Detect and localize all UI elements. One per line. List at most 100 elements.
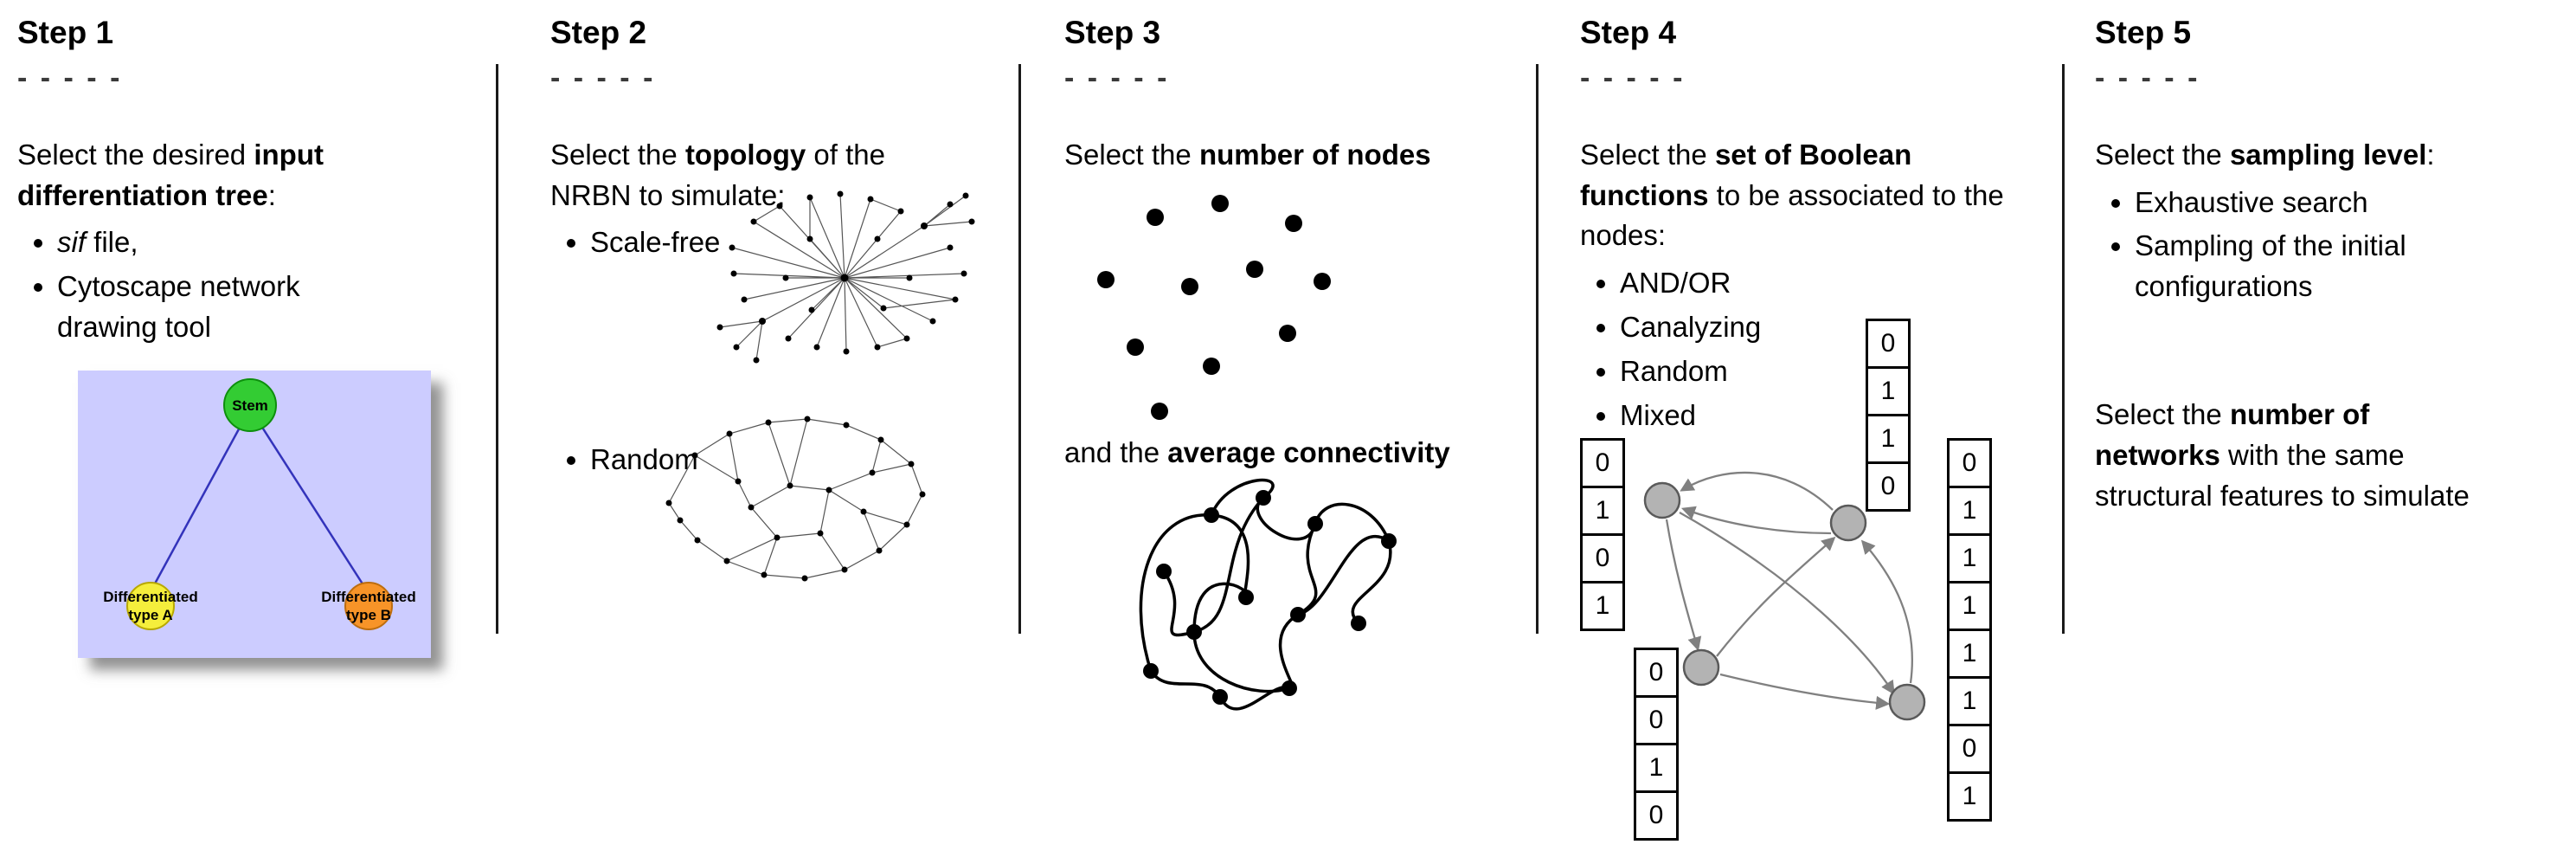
truth-table-cell: 0 <box>1866 319 1911 369</box>
network-node-1 <box>1643 481 1681 519</box>
option-random: Random <box>590 440 698 480</box>
step-3-instruction-1: Select the number of nodes <box>1064 135 1532 176</box>
nodes-scatter-graphic <box>1097 195 1331 420</box>
text-segment: and the <box>1064 436 1168 468</box>
truth-table-cell: 0 <box>1866 461 1911 512</box>
network-node-2 <box>1829 504 1867 542</box>
stem-node-label: Stem <box>232 397 268 414</box>
step-3-panel: Step 3 - - - - - Select the number of no… <box>1064 15 1532 847</box>
truth-table-cell: 0 <box>1947 724 1992 774</box>
step-1-separator: - - - - - <box>17 61 123 94</box>
connectivity-nodes <box>1143 490 1397 705</box>
boolean-network-canvas <box>1643 471 1926 721</box>
differentiated-type-a-node <box>126 582 175 630</box>
truth-table-cell: 0 <box>1947 438 1992 488</box>
scale-free-nodes <box>716 190 975 364</box>
text-segment: Random <box>590 443 698 475</box>
step-2-options-continued: Random <box>550 440 698 484</box>
step-4-title: Step 4 <box>1580 15 1677 50</box>
step-5-options: Exhaustive search Sampling of the initia… <box>2095 183 2541 308</box>
truth-table-right: 0 1 1 1 1 1 0 1 <box>1947 438 1992 822</box>
step-4-options: AND/OR Canalyzing Random Mixed <box>1580 263 2047 435</box>
step-2-title: Step 2 <box>550 15 647 50</box>
step-5-networks-instruction: Select the number of networks with the s… <box>2095 395 2502 517</box>
text-segment: Cytoscape network drawing tool <box>57 270 300 344</box>
differentiated-type-b-node <box>344 582 393 630</box>
text-segment: with the same structural features to sim… <box>2095 438 2470 512</box>
truth-table-top: 0 1 1 0 <box>1866 319 1911 512</box>
truth-table-cell: 1 <box>1634 743 1679 793</box>
step-4-panel: Step 4 - - - - - Select the set of Boole… <box>1580 15 2047 847</box>
option-mixed: Mixed <box>1620 396 2047 436</box>
random-network-graphic <box>665 416 926 582</box>
text-segment: Select the <box>1580 138 1715 171</box>
step-1-instruction: Select the desired input differentiation… <box>17 135 431 216</box>
truth-table-cell: 0 <box>1634 695 1679 745</box>
step-3-title: Step 3 <box>1064 15 1161 50</box>
step-3-instruction-2: and the average connectivity <box>1064 433 1532 474</box>
truth-table-cell: 0 <box>1580 438 1625 488</box>
network-node-4 <box>1888 683 1926 721</box>
step-5-separator: - - - - - <box>2095 61 2200 94</box>
text-segment-bold: number of networks <box>2095 398 2370 471</box>
step-3-separator: - - - - - <box>1064 61 1170 94</box>
boolean-network-graphic: 0 1 0 1 0 1 1 0 0 1 1 1 1 1 0 1 <box>1580 317 2047 851</box>
step-2-options: Scale-free <box>550 222 1000 263</box>
step-4-instruction: Select the set of Boolean functions to b… <box>1580 135 2017 257</box>
column-divider-3 <box>1536 64 1539 634</box>
text-segment: Select the <box>2095 138 2230 171</box>
truth-table-cell: 0 <box>1634 648 1679 698</box>
random-network-nodes <box>665 416 926 582</box>
step-5-panel: Step 5 - - - - - Select the sampling lev… <box>2095 15 2566 847</box>
option-sampling-initial-configurations: Sampling of the initial configurations <box>2135 226 2541 307</box>
text-segment-bold: set of Boolean functions <box>1580 138 1912 211</box>
option-cytoscape-tool: Cytoscape network drawing tool <box>57 267 343 348</box>
truth-table-cell: 1 <box>1947 676 1992 726</box>
column-divider-1 <box>496 64 498 634</box>
step-1-title: Step 1 <box>17 15 114 50</box>
option-scale-free: Scale-free <box>590 222 1000 263</box>
step-5-title: Step 5 <box>2095 15 2192 50</box>
truth-table-cell: 0 <box>1634 790 1679 841</box>
option-random-functions: Random <box>1620 351 2047 392</box>
network-node-3 <box>1682 648 1720 687</box>
stem-node <box>223 378 277 432</box>
text-segment: : <box>2426 138 2435 171</box>
text-segment: of the NRBN to simulate: <box>550 138 885 211</box>
scale-free-network-graphic <box>716 190 975 364</box>
text-segment: AND/OR <box>1620 267 1731 300</box>
step-2-panel: Step 2 - - - - - Select the topology of … <box>550 15 1000 847</box>
tree-edges <box>152 425 365 586</box>
text-segment: Select the <box>2095 398 2230 430</box>
type-b-label-line1: Differentiated <box>321 589 416 605</box>
truth-table-left: 0 1 0 1 <box>1580 438 1625 631</box>
text-segment-bold: sampling level <box>2229 138 2427 171</box>
option-sif-file: sif file, <box>57 222 343 263</box>
text-segment-bold: average connectivity <box>1167 436 1450 468</box>
column-divider-2 <box>1018 64 1021 634</box>
option-canalyzing: Canalyzing <box>1620 307 2047 348</box>
boolean-network-nodes <box>1643 481 1926 721</box>
differentiation-tree-figure: Stem Differentiated type A Differentiate… <box>78 371 431 658</box>
truth-table-cell: 0 <box>1580 533 1625 583</box>
truth-table-cell: 1 <box>1947 629 1992 679</box>
truth-table-bottom: 0 0 1 0 <box>1634 648 1679 841</box>
text-segment: Canalyzing <box>1620 311 1762 344</box>
type-b-label-line2: type B <box>346 607 391 623</box>
step-1-panel: Step 1 - - - - - Select the desired inpu… <box>17 15 485 847</box>
text-segment-bold: number of nodes <box>1198 138 1431 171</box>
text-segment: Select the <box>1064 138 1199 171</box>
text-segment: Select the <box>550 138 685 171</box>
column-divider-4 <box>2062 64 2065 634</box>
type-a-label-line1: Differentiated <box>103 589 198 605</box>
connectivity-edges <box>1139 478 1392 711</box>
option-and-or: AND/OR <box>1620 263 2047 304</box>
text-segment-bold: topology <box>684 138 806 171</box>
option-exhaustive-search: Exhaustive search <box>2135 183 2541 223</box>
step-2-instruction: Select the topology of the NRBN to simul… <box>550 135 957 216</box>
text-segment: Exhaustive search <box>2135 185 2368 218</box>
text-segment: : <box>267 178 276 211</box>
text-segment: Scale-free <box>590 226 721 259</box>
text-segment: Select the desired <box>17 138 254 171</box>
